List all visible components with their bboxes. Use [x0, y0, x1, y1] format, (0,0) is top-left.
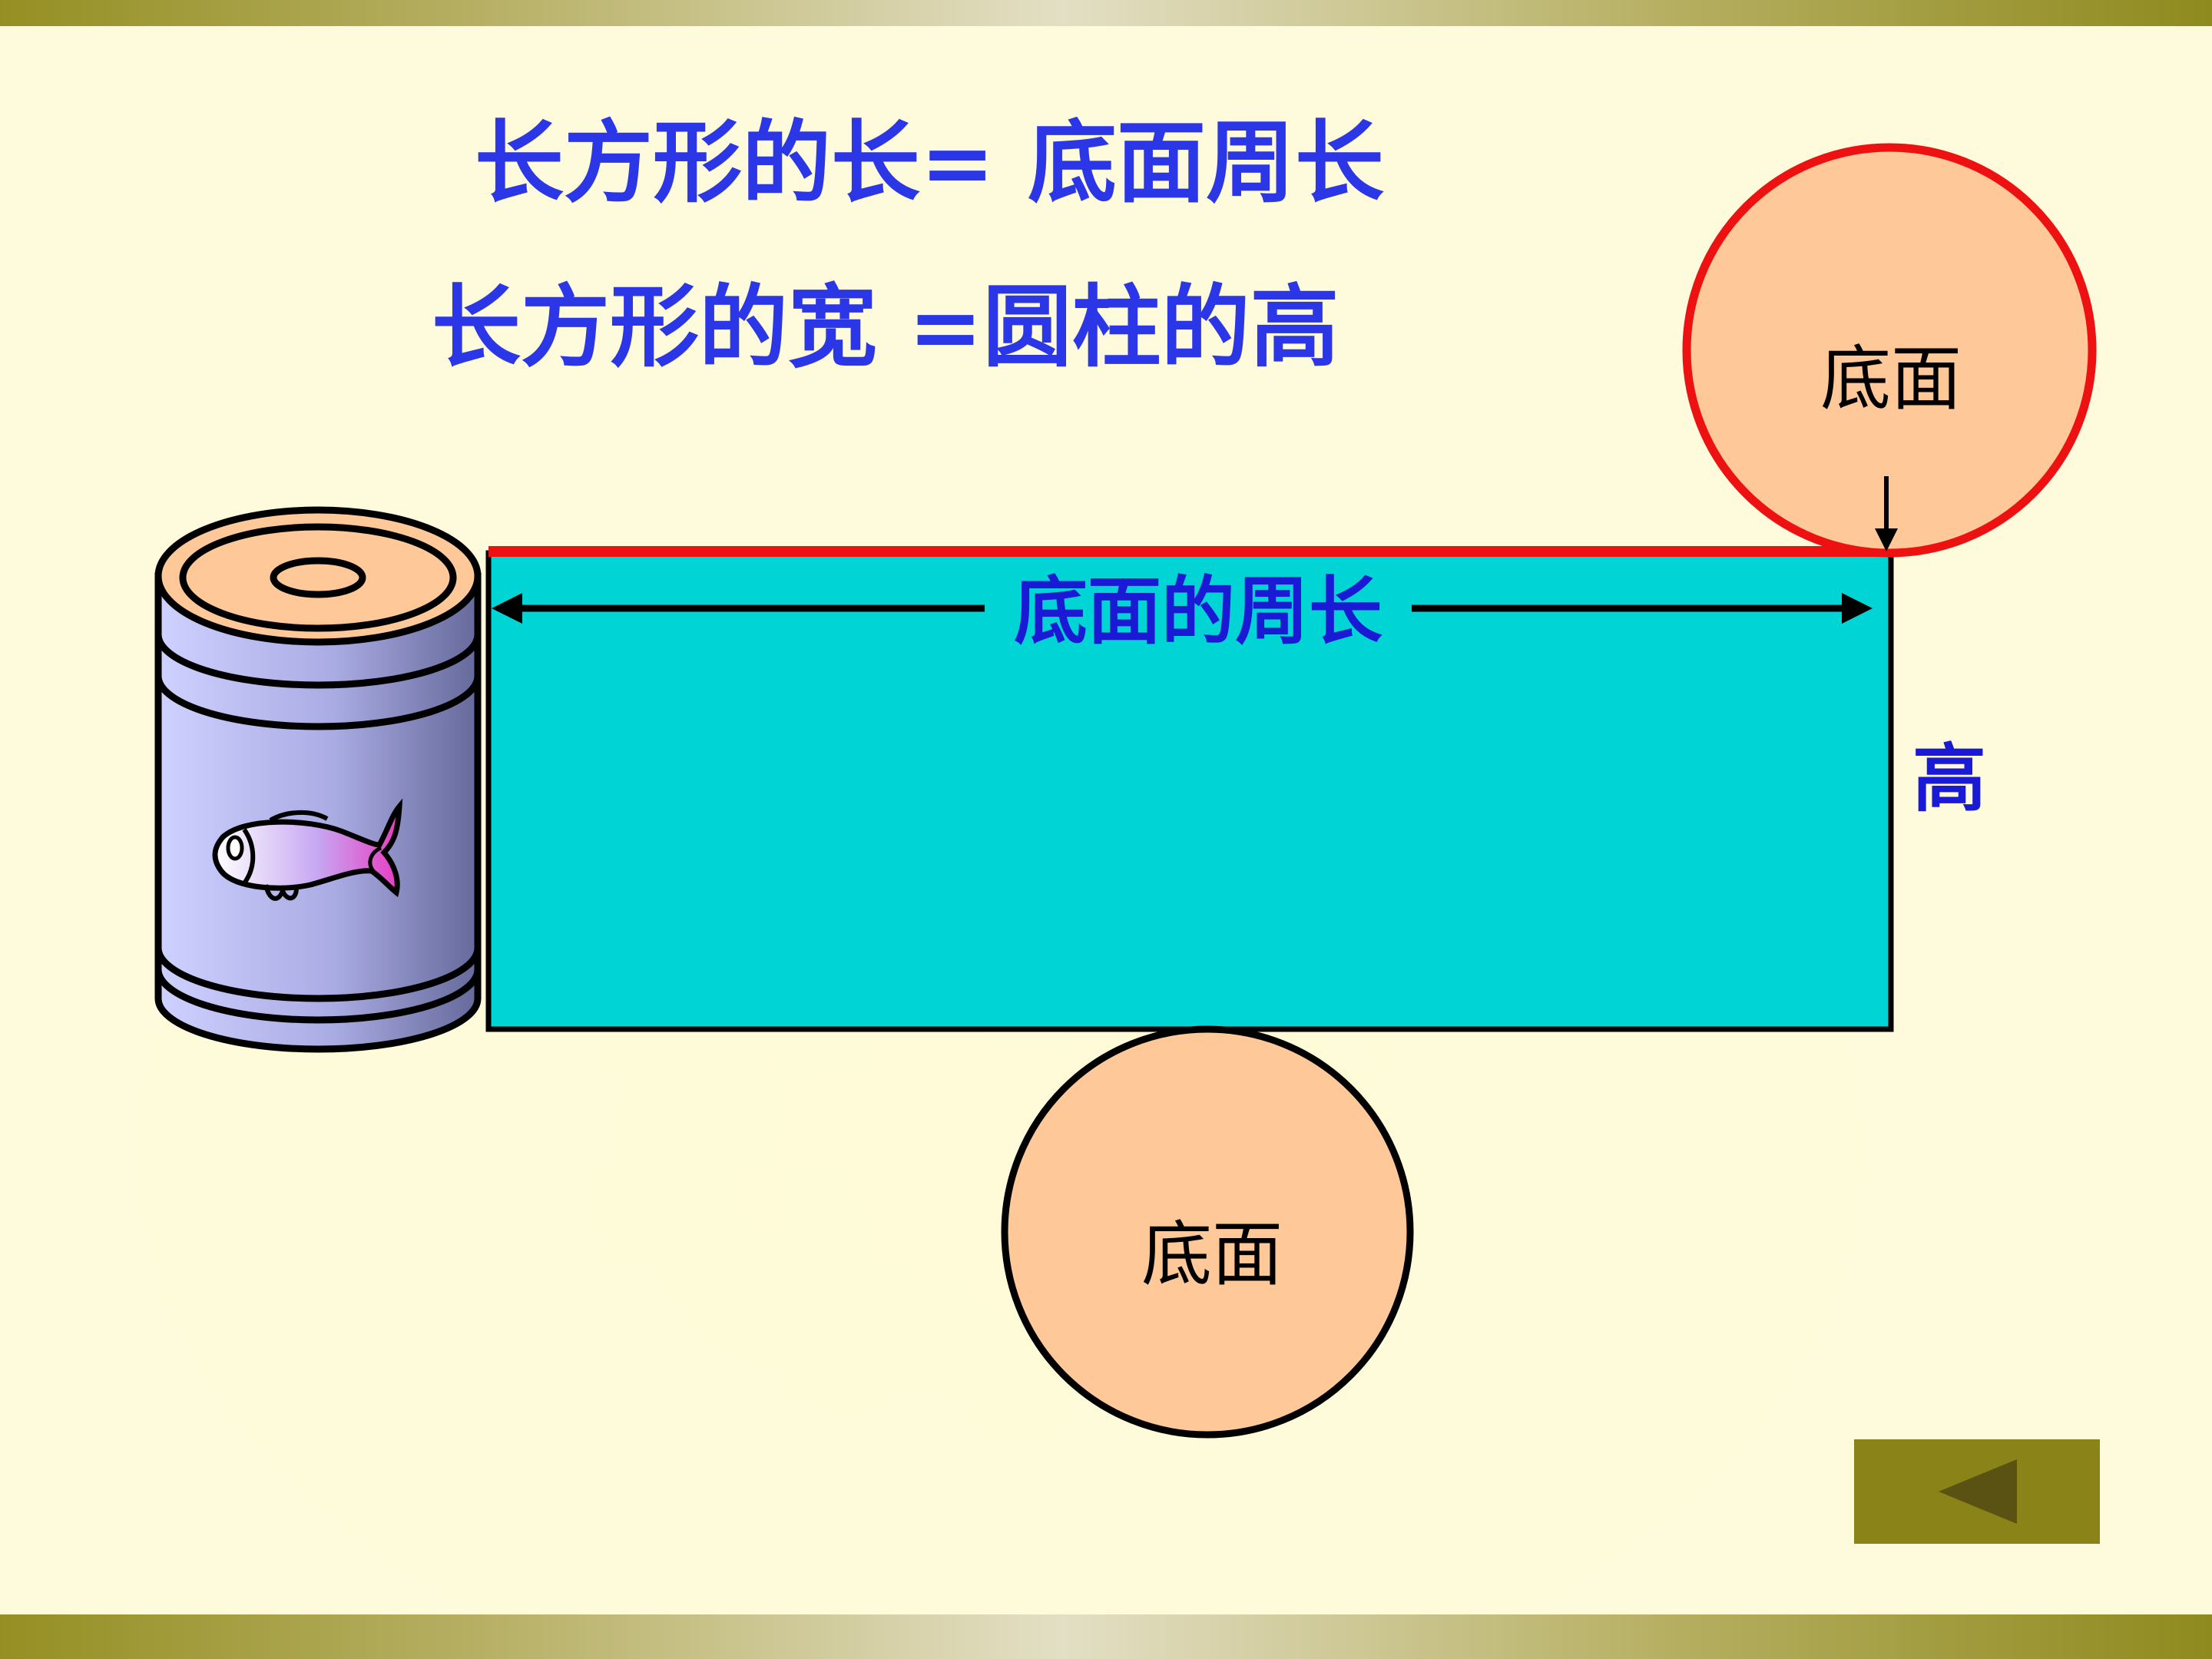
- fish-icon: [212, 798, 403, 901]
- formula-width: 长方形的宽 =圆柱的高: [432, 275, 1339, 379]
- base-bottom-label: 底面: [1141, 1214, 1283, 1296]
- height-label: 高: [1912, 735, 1986, 822]
- canned-fish-cylinder: [154, 506, 482, 1053]
- arrowhead-right-icon: [1842, 593, 1873, 624]
- triangle-left-icon: [1939, 1459, 2017, 1524]
- base-circle-top: [1682, 143, 2097, 558]
- base-top-label: 底面: [1820, 338, 1962, 420]
- bottom-band: [0, 1614, 2212, 1659]
- arrowhead-left-icon: [492, 593, 522, 624]
- formula-length-right: 底面周长: [1028, 111, 1384, 215]
- top-band: [0, 0, 2212, 26]
- contact-arrowhead-icon: [1875, 528, 1898, 551]
- base-circle-bottom: [1001, 1025, 1414, 1439]
- back-button[interactable]: [1854, 1439, 2100, 1544]
- formula-length-left: 长方形的长=: [475, 111, 995, 215]
- perimeter-label: 底面的周长: [1014, 568, 1382, 654]
